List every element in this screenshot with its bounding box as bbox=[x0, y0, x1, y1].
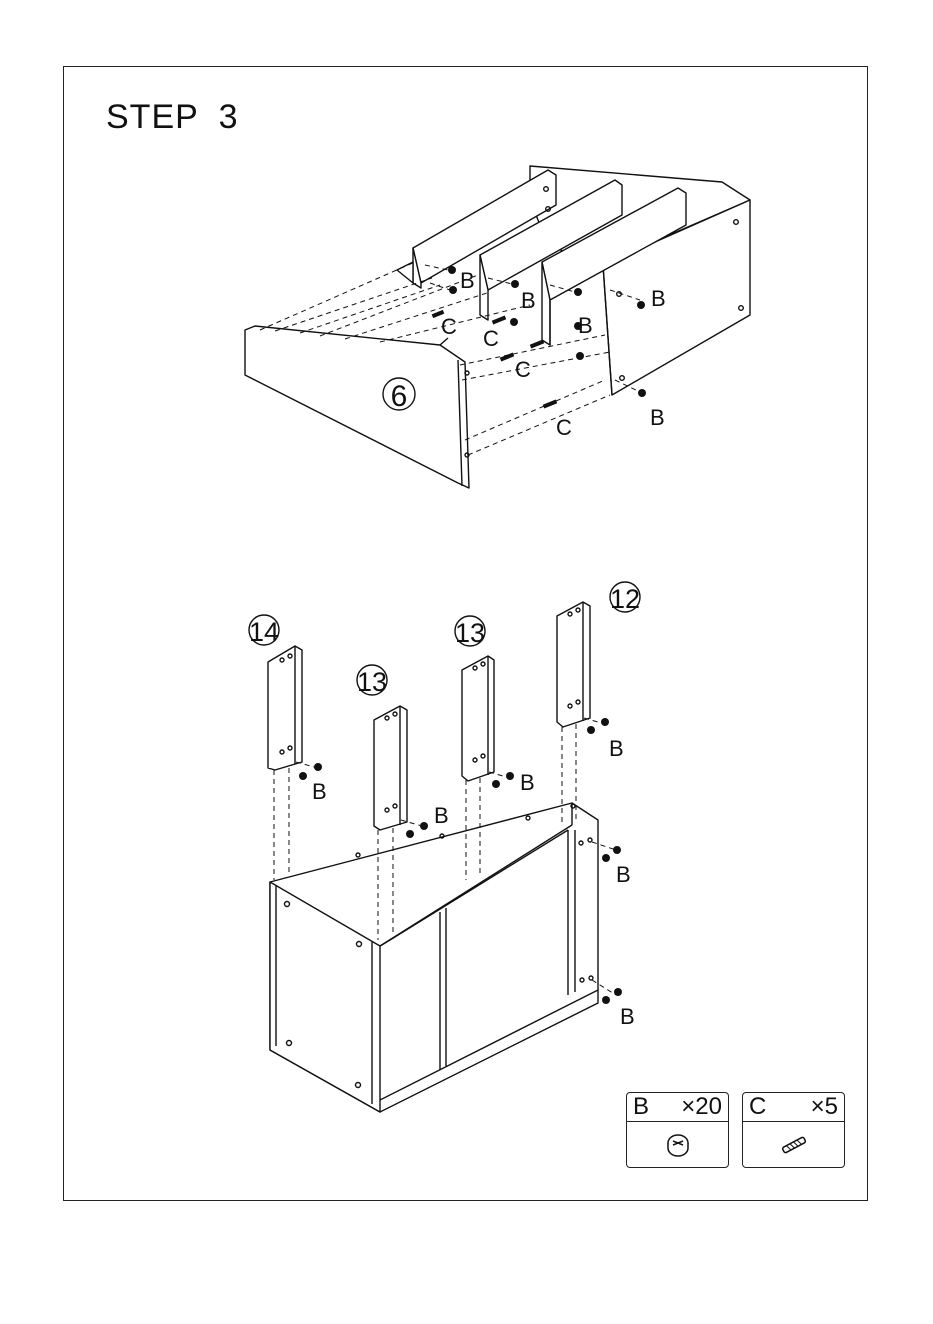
hardware-item-c: C ×5 bbox=[742, 1092, 845, 1168]
hw-label-c: C bbox=[483, 326, 499, 351]
hw-label-c: C bbox=[441, 314, 457, 339]
hw-label-b: B bbox=[650, 405, 665, 430]
hardware-quantity: ×5 bbox=[811, 1093, 838, 1121]
part-label-13: 13 bbox=[357, 667, 387, 697]
part-label-12: 12 bbox=[610, 584, 640, 614]
bottom-assembly-drawing: 14 13 13 12 B B B B B B bbox=[249, 582, 640, 1112]
part-label-14: 14 bbox=[249, 617, 279, 647]
hw-label-b: B bbox=[616, 862, 631, 887]
hardware-code: B bbox=[633, 1093, 649, 1121]
hw-label-b: B bbox=[620, 1004, 635, 1029]
hw-label-b: B bbox=[651, 286, 666, 311]
cam-lock-icon bbox=[663, 1130, 693, 1160]
hw-label-b: B bbox=[434, 803, 449, 828]
hw-label-b: B bbox=[312, 779, 327, 804]
part-label-13: 13 bbox=[455, 618, 485, 648]
hw-label-c: C bbox=[556, 415, 572, 440]
hardware-item-b: B ×20 bbox=[626, 1092, 729, 1168]
hw-label-c: C bbox=[515, 357, 531, 382]
hw-label-b: B bbox=[521, 288, 536, 313]
hardware-quantity: ×20 bbox=[681, 1093, 722, 1121]
part-label-6: 6 bbox=[391, 380, 408, 413]
hardware-code: C bbox=[749, 1093, 766, 1121]
wooden-dowel-icon bbox=[777, 1133, 811, 1157]
hw-label-b: B bbox=[520, 770, 535, 795]
hw-label-b: B bbox=[578, 313, 593, 338]
hw-label-b: B bbox=[609, 736, 624, 761]
hw-label-b: B bbox=[460, 268, 475, 293]
top-assembly-drawing: 6 B B B B B C C C C bbox=[245, 166, 750, 488]
